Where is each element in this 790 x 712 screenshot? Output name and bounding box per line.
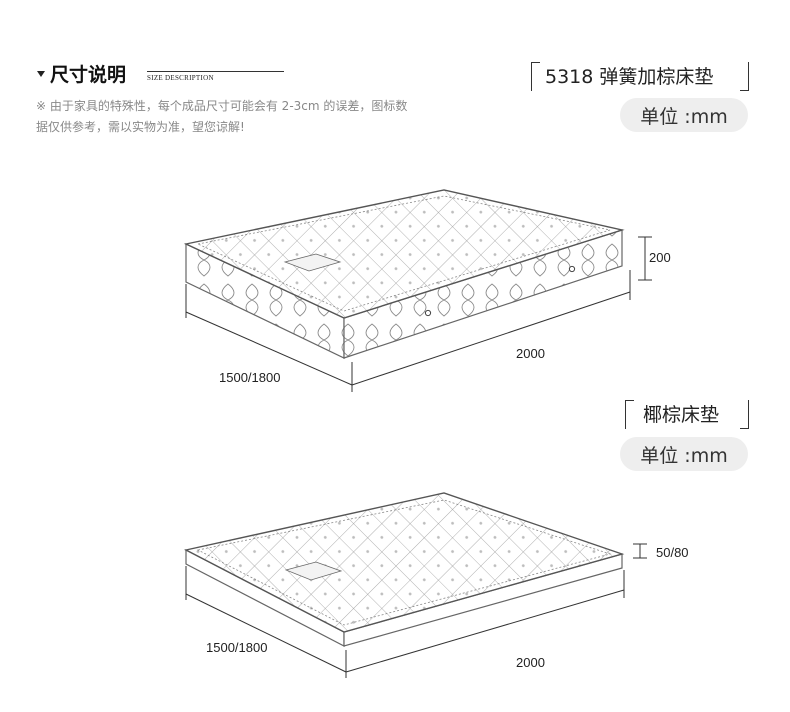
mattress-2-top <box>183 492 625 633</box>
section-title: 尺寸说明 <box>50 64 127 86</box>
bracket-right <box>740 400 749 429</box>
bracket-left <box>625 400 634 429</box>
mattress-2-length-label: 2000 <box>516 655 545 670</box>
size-notice: ※ 由于家具的特殊性，每个成品尺寸可能会有 2-3cm 的误差，图标数据仅供参考… <box>36 99 408 134</box>
mattress-2-width-dimension <box>185 566 347 678</box>
triangle-bullet-icon <box>37 71 45 77</box>
section-subtitle: SIZE DESCRIPTION <box>147 74 214 82</box>
product-2-unit-badge: 单位 :mm <box>620 437 748 471</box>
mattress-1-label-patch <box>283 253 342 272</box>
product-2-title: 椰棕床垫 <box>643 404 720 426</box>
mattress-2-top-border <box>196 499 612 626</box>
mattress-1-length-dimension <box>351 270 631 386</box>
mattress-1-height-dimension <box>638 236 652 281</box>
bracket-right <box>740 62 749 91</box>
mattress-1-top <box>183 189 625 319</box>
mattress-2-length-dimension <box>345 570 625 673</box>
mattress-1-width-label: 1500/1800 <box>219 370 281 385</box>
mattress-2-height-label: 50/80 <box>656 545 689 560</box>
mattress-1-height-label: 200 <box>649 250 671 265</box>
mattress-1-length-label: 2000 <box>516 346 545 361</box>
product-1-unit-badge: 单位 :mm <box>620 98 748 132</box>
mattress-2-width-label: 1500/1800 <box>206 640 268 655</box>
product-1-title: 5318 弹簧加棕床垫 <box>545 66 714 88</box>
mattress-2-height-dimension <box>633 543 647 559</box>
mattress-1-vent-icon <box>424 309 432 317</box>
product-1-title-box: 5318 弹簧加棕床垫 <box>531 58 749 94</box>
section-title-divider <box>147 71 284 72</box>
product-2-title-box: 椰棕床垫 <box>625 396 749 432</box>
mattress-1-width-dimension <box>185 284 353 392</box>
mattress-1-top-border <box>196 195 611 312</box>
bracket-left <box>531 62 540 91</box>
mattress-2 <box>183 492 647 678</box>
mattress-1-vent-icon <box>568 265 576 273</box>
mattress-1 <box>183 189 652 392</box>
mattress-2-label-patch <box>284 561 343 581</box>
